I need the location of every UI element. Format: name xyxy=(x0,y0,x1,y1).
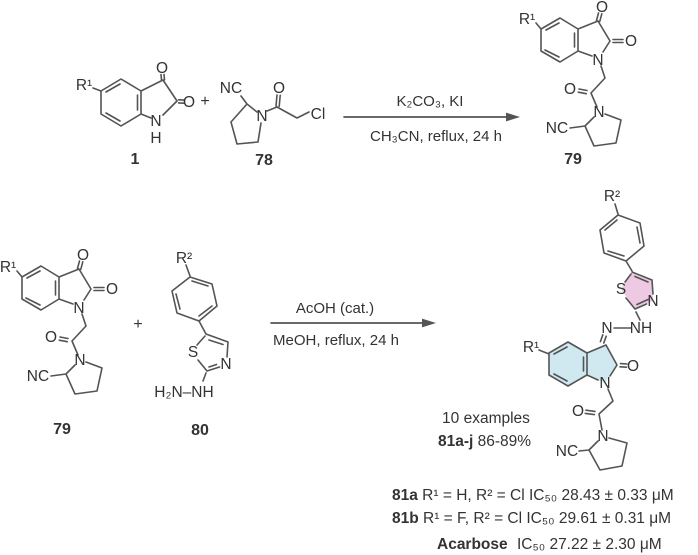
result-81b-id: 81b xyxy=(392,510,419,527)
compound-79-o-right-label: O xyxy=(625,33,637,50)
compound-81-nh-label: NH xyxy=(630,320,652,337)
compound-81-r1-label: R¹ xyxy=(523,339,539,356)
result-acarbose-values: IC₅₀ 27.22 ± 2.30 μM xyxy=(513,536,662,553)
plus-sign-row2: + xyxy=(133,316,142,333)
reaction-arrow-1: K₂CO₃, KI CH₃CN, reflux, 24 h xyxy=(343,93,520,145)
compound-1-o-right-label: O xyxy=(183,94,195,111)
compound-79: R¹ O O N O N NC xyxy=(519,0,637,147)
result-line-acarbose: Acarbose IC₅₀ 27.22 ± 2.30 μM xyxy=(437,536,662,553)
compound-79-nc-label: NC xyxy=(546,120,568,137)
compound-78-number: 78 xyxy=(255,152,273,169)
result-line-81b: 81b R¹ = F, R² = Cl IC₅₀ 29.61 ± 0.31 μM xyxy=(392,510,671,527)
compound-80-number: 80 xyxy=(191,422,209,439)
compound-81-o-ring-label: O xyxy=(627,358,639,375)
compound-81-n-pyrrolidine-label: N xyxy=(597,428,608,445)
arrow-2-reagents: AcOH (cat.) xyxy=(296,300,374,317)
activity-results: 81a R¹ = H, R² = Cl IC₅₀ 28.43 ± 0.33 μM… xyxy=(392,487,674,553)
compound-81-s-label: S xyxy=(616,281,626,298)
compound-1-n-label: N xyxy=(150,113,161,130)
result-acarbose-id: Acarbose xyxy=(437,536,508,553)
compound-78: NC O N Cl 78 xyxy=(220,80,326,169)
compound-1-number: 1 xyxy=(131,151,140,168)
compound-1-h-label: H xyxy=(150,130,161,147)
compound-80-n-label: N xyxy=(220,356,231,373)
arrow-1-conditions: CH₃CN, reflux, 24 h xyxy=(370,128,502,145)
arrow-2-conditions: MeOH, reflux, 24 h xyxy=(273,332,399,349)
result-line-81a: 81a R¹ = H, R² = Cl IC₅₀ 28.43 ± 0.33 μM xyxy=(392,487,674,504)
yield-label: 81a-j 86-89% xyxy=(438,433,531,450)
compound-78-bonds xyxy=(230,94,310,145)
compound-78-nc-label: NC xyxy=(220,80,242,97)
compound-81-bonds xyxy=(538,203,654,471)
compound-79-n-pyrrolidine-label: N xyxy=(593,104,604,121)
compound-79-number-row1: 79 xyxy=(564,151,582,168)
compound-81: R² S N N NH R¹ O N O N NC xyxy=(523,188,659,471)
compound-1-bonds xyxy=(92,73,185,127)
compound-81-n-hydrazone-label: N xyxy=(601,320,612,337)
compound-78-cl-label: Cl xyxy=(311,106,326,123)
compound-79-o-top-label: O xyxy=(596,0,608,16)
result-81a-id: 81a xyxy=(392,487,418,504)
compound-79-bonds xyxy=(535,12,624,147)
compound-79-r1-label: R¹ xyxy=(519,11,535,28)
result-81b-values: R¹ = F, R² = Cl IC₅₀ 29.61 ± 0.31 μM xyxy=(419,510,671,527)
compound-81-r2-label: R² xyxy=(604,188,620,205)
compound-78-n-label: N xyxy=(256,108,267,125)
plus-sign-row1: + xyxy=(200,93,209,110)
examples-count-label: 10 examples xyxy=(442,410,530,427)
arrow-1-head-icon xyxy=(506,112,520,122)
compound-1-o-top-label: O xyxy=(156,60,168,77)
arrow-2-head-icon xyxy=(422,318,436,328)
reaction-arrow-2: AcOH (cat.) MeOH, reflux, 24 h xyxy=(270,300,436,349)
compound-78-o-label: O xyxy=(273,80,285,97)
compound-80-hydrazinyl-label: H₂N–NH xyxy=(154,384,213,401)
compound-79-n-ring-label: N xyxy=(592,52,603,69)
compound-80: R² S N H₂N–NH 80 xyxy=(154,250,231,439)
compound-80-r2-label: R² xyxy=(176,250,192,267)
result-81a-values: R¹ = H, R² = Cl IC₅₀ 28.43 ± 0.33 μM xyxy=(418,487,674,504)
compound-81-n-ring-label: N xyxy=(599,375,610,392)
compound-1-r1-label: R¹ xyxy=(76,77,92,94)
compound-79-number-row2: 79 xyxy=(53,421,71,438)
compound-81-nc-label: NC xyxy=(556,443,578,460)
compound-81-o-amide-label: O xyxy=(572,403,584,420)
yield-percent: 86-89% xyxy=(473,433,531,450)
arrow-1-reagents: K₂CO₃, KI xyxy=(397,93,464,110)
compound-80-bonds xyxy=(171,264,229,382)
compound-79-o-amide-label: O xyxy=(564,81,576,98)
product-notes: 10 examples 81a-j 86-89% xyxy=(438,410,531,450)
compound-79-structure-copy xyxy=(0,246,119,395)
compound-1: R¹ O O N H 1 xyxy=(76,60,195,168)
compound-80-s-label: S xyxy=(188,344,198,361)
yield-compound-range: 81a-j xyxy=(438,433,473,450)
compound-81-n-thiazole-label: N xyxy=(647,293,658,310)
